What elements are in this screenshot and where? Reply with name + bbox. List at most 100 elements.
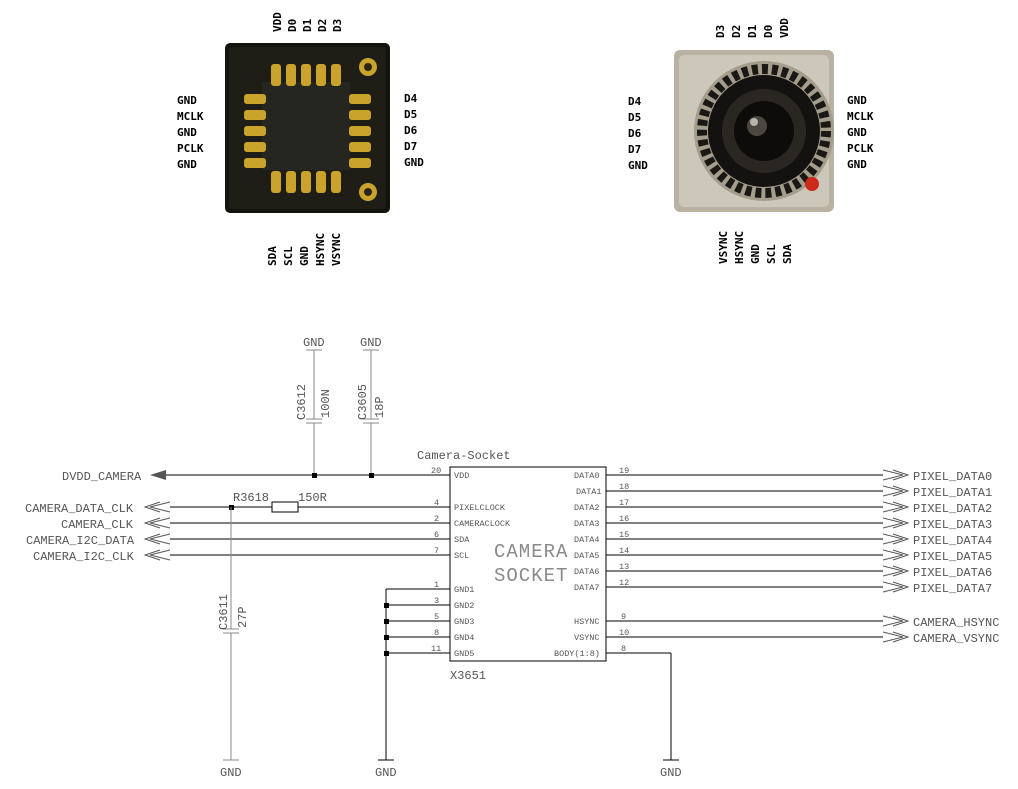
pin-label: D6	[404, 124, 418, 137]
pin-label: D1	[746, 24, 759, 38]
socket-right-pin-numbers: 19 18 17 16 15 14 13 12 9 10 8	[619, 466, 629, 654]
output-arrow-icon	[882, 565, 910, 577]
pin-number: 4	[434, 498, 439, 508]
output-arrow-icon	[882, 485, 910, 497]
gnd-label: GND	[220, 766, 242, 780]
pin-name: VSYNC	[574, 633, 600, 643]
pin-name: BODY(1:8)	[554, 649, 600, 659]
resistor-value: 150R	[298, 491, 327, 505]
pin-number: 11	[431, 644, 441, 654]
input-arrow-icon	[143, 549, 171, 561]
pin-label: HSYNC	[314, 233, 327, 266]
bottom-view-left-pads	[244, 94, 266, 168]
output-arrow-icon	[882, 501, 910, 513]
socket-title: Camera-Socket	[417, 449, 511, 463]
socket-gnd-pin-numbers: 1 3 5 8 11	[431, 580, 441, 654]
input-arrow-icon	[143, 517, 171, 529]
pin-number: 7	[434, 546, 439, 556]
pin-name: CAMERACLOCK	[454, 519, 511, 529]
pin-label: VDD	[778, 18, 791, 38]
output-arrow-icon	[882, 631, 910, 643]
top-view-top-labels: D3 D2 D1 D0 VDD	[714, 18, 791, 38]
pin-name: DATA5	[574, 551, 600, 561]
pin-label: VSYNC	[330, 233, 343, 266]
pin-number: 14	[619, 546, 629, 556]
output-arrow-icon	[882, 469, 910, 481]
power-arrow-icon	[150, 470, 166, 480]
output-arrow-icon	[882, 533, 910, 545]
input-arrow-icon	[143, 501, 171, 513]
net-label: CAMERA_HSYNC	[913, 616, 999, 630]
right-output-arrows	[882, 469, 910, 643]
lens-gear-ring	[697, 64, 831, 198]
pin-label: VDD	[271, 12, 284, 32]
pin-label: D6	[628, 127, 642, 140]
capacitor-value: 18P	[373, 396, 387, 418]
pin-number: 18	[619, 482, 629, 492]
pin-number: 8	[434, 628, 439, 638]
junction-dot	[369, 473, 374, 478]
junction-dot	[384, 619, 389, 624]
pin-name: DATA7	[574, 583, 600, 593]
output-arrow-icon	[882, 517, 910, 529]
junction-dot	[384, 635, 389, 640]
pin-label: GND	[628, 159, 648, 172]
pin-number: 10	[619, 628, 629, 638]
capacitor-ref: C3611	[217, 594, 231, 630]
net-label: CAMERA_DATA_CLK	[25, 502, 134, 516]
socket-gnd-pin-names: GND1 GND2 GND3 GND4 GND5	[454, 585, 474, 659]
pin-number: 12	[619, 578, 629, 588]
pin-label: D4	[404, 92, 418, 105]
socket-left-pin-numbers: 20 4 2 6 7	[431, 466, 441, 556]
net-label: PIXEL_DATA6	[913, 566, 992, 580]
pin-name: DATA1	[576, 487, 602, 497]
pin-label: D7	[404, 140, 417, 153]
pin-label: SDA	[781, 244, 794, 264]
pin-name: DATA0	[574, 471, 600, 481]
pin-label: D2	[730, 25, 743, 38]
pin-number: 15	[619, 530, 629, 540]
socket-ref: X3651	[450, 669, 486, 683]
net-label: PIXEL_DATA5	[913, 550, 992, 564]
sensor-top-view	[674, 50, 834, 212]
input-arrow-icon	[143, 533, 171, 545]
pin-name: DATA4	[574, 535, 600, 545]
net-label: PIXEL_DATA1	[913, 486, 992, 500]
net-label: CAMERA_CLK	[61, 518, 134, 532]
pin-label: D3	[331, 19, 344, 32]
capacitor-ref: C3605	[356, 384, 370, 420]
pin-label: GND	[847, 158, 867, 171]
pin-name: SCL	[454, 551, 469, 561]
junction-dot	[312, 473, 317, 478]
pin-number: 6	[434, 530, 439, 540]
pin-name: GND3	[454, 617, 474, 627]
pin-name: HSYNC	[574, 617, 600, 627]
bottom-view-right-pads	[349, 94, 371, 168]
junction-dot	[384, 651, 389, 656]
bottom-view-top-pads	[271, 64, 341, 86]
pin-label: SCL	[282, 246, 295, 266]
pin-number: 5	[434, 612, 439, 622]
pin-label: D0	[762, 25, 775, 38]
pin-name: DATA3	[574, 519, 600, 529]
bottom-view-bottom-labels: SDA SCL GND HSYNC VSYNC	[266, 233, 343, 266]
pin-label: D0	[286, 19, 299, 32]
pin-name: DATA2	[574, 503, 600, 513]
net-label: PIXEL_DATA2	[913, 502, 992, 516]
capacitor-ref: C3612	[295, 384, 309, 420]
top-view-left-labels: D4 D5 D6 D7 GND	[628, 95, 648, 172]
pin-label: GND	[847, 94, 867, 107]
net-label: PIXEL_DATA0	[913, 470, 992, 484]
output-arrow-icon	[882, 615, 910, 627]
net-label: PIXEL_DATA4	[913, 534, 992, 548]
pin-label: D2	[316, 19, 329, 32]
pin-label: GND	[177, 158, 197, 171]
pin-name: DATA6	[574, 567, 600, 577]
net-label: DVDD_CAMERA	[62, 470, 142, 484]
top-view-bottom-labels: VSYNC HSYNC GND SCL SDA	[717, 231, 794, 264]
pin-label: D3	[714, 25, 727, 38]
pin-label: D1	[301, 18, 314, 32]
net-label: CAMERA_VSYNC	[913, 632, 999, 646]
left-signal-labels: DVDD_CAMERA CAMERA_DATA_CLK CAMERA_CLK C…	[25, 470, 142, 564]
net-label: CAMERA_I2C_CLK	[33, 550, 135, 564]
